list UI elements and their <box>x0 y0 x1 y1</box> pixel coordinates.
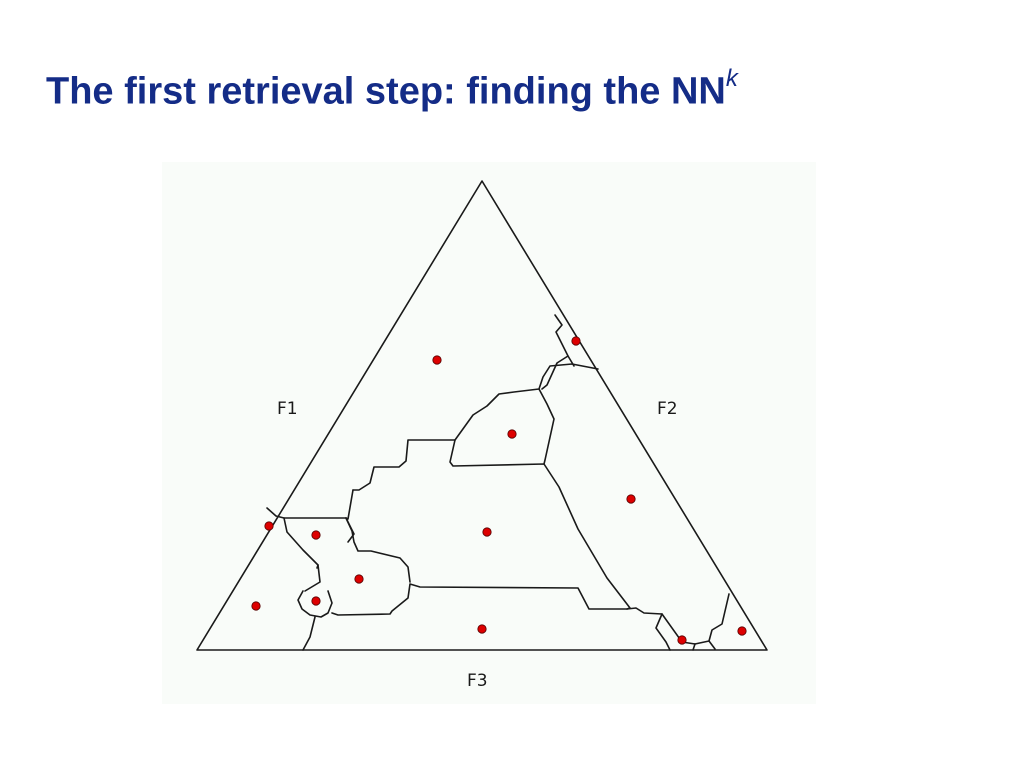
voronoi-edge <box>554 314 575 367</box>
data-point <box>571 336 581 346</box>
data-point <box>482 527 492 537</box>
axis-label-f1: F1 <box>277 399 298 419</box>
axis-label-f3: F3 <box>467 671 488 691</box>
ternary-triangle <box>196 180 768 651</box>
axis-label-f2: F2 <box>657 399 678 419</box>
voronoi-edge <box>297 590 333 618</box>
data-point <box>354 574 364 584</box>
voronoi-edge <box>345 489 411 583</box>
voronoi-edge <box>302 616 316 651</box>
data-point <box>507 429 517 439</box>
data-point <box>477 624 487 634</box>
data-point <box>626 494 636 504</box>
data-point <box>311 530 321 540</box>
voronoi-edge <box>692 643 696 651</box>
voronoi-edge <box>655 613 671 651</box>
voronoi-edge <box>283 517 319 569</box>
voronoi-diagram: F1 F2 F3 <box>196 180 768 691</box>
slide-title: The first retrieval step: finding the NN… <box>46 58 738 117</box>
voronoi-edge <box>266 507 347 519</box>
data-point <box>264 521 274 531</box>
voronoi-edge <box>538 388 555 465</box>
voronoi-edge <box>708 593 730 642</box>
slide-title-text: The first retrieval step: finding the NN <box>46 70 726 113</box>
data-point <box>737 626 747 636</box>
voronoi-edge <box>449 439 631 610</box>
voronoi-edge <box>304 564 321 592</box>
data-point <box>251 601 261 611</box>
voronoi-edge <box>541 355 569 390</box>
voronoi-edge <box>345 517 355 543</box>
data-point <box>311 596 321 606</box>
data-point <box>432 355 442 365</box>
voronoi-edge <box>331 583 716 650</box>
voronoi-diagram-panel: F1 F2 F3 <box>162 162 816 704</box>
data-point <box>677 635 687 645</box>
slide-title-superscript: k <box>725 65 738 92</box>
voronoi-edge <box>352 363 599 491</box>
